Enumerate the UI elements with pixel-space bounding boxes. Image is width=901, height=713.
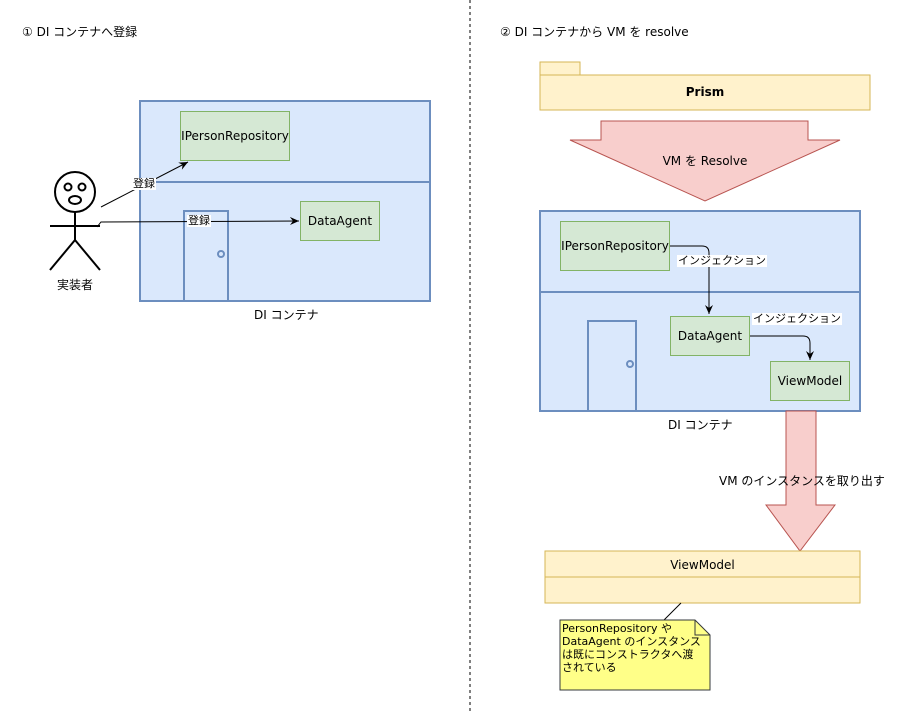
note-text: PersonRepository や DataAgent のインスタンス は既に… [562,622,701,674]
resolve-arrow-label: VM を Resolve [662,154,748,168]
extract-arrow [765,410,837,552]
right-container-label: DI コンテナ [668,418,733,432]
right-repo-box: IPersonRepository [560,221,670,271]
edge-injection-repo-agent [670,245,713,314]
right-step-title: ② DI コンテナから VM を resolve [500,25,689,39]
extract-arrow-label: VM のインスタンスを取り出す [719,474,885,488]
note-fold [694,620,710,636]
left-step-title: ① DI コンテナへ登録 [22,25,138,39]
viewmodel-class-header [544,550,861,578]
note-connector [663,602,682,621]
resolve-arrow [569,120,841,202]
right-door [587,320,637,412]
actor-label: 実装者 [57,278,94,292]
note-shape [559,619,711,691]
right-door-knob [626,360,634,368]
right-agent-box: DataAgent [670,316,750,356]
prism-label: Prism [685,85,725,99]
left-agent-box: DataAgent [300,201,380,241]
viewmodel-class-label: ViewModel [670,558,735,572]
edge-label-injection-2: インジェクション [752,312,842,325]
edge-injection-agent-vm [750,335,814,360]
left-container-label: DI コンテナ [254,308,319,322]
prism-folder-tab [539,61,581,77]
edge-label-register-1: 登録 [132,177,156,190]
right-viewmodel-box: ViewModel [770,361,850,401]
left-repo-box: IPersonRepository [180,111,290,161]
edge-label-register-2: 登録 [187,214,211,227]
edge-label-injection-1: インジェクション [677,254,767,267]
prism-folder-body [539,74,871,111]
viewmodel-class-body [544,576,861,604]
note-line: DataAgent のインスタンス [562,635,701,648]
left-door-knob [217,250,225,258]
note-line: されている [562,661,617,674]
actor-figure [49,171,101,271]
note-line: PersonRepository や [562,622,672,635]
edge-register-agent [96,217,300,228]
note-line: は既にコンストラクタへ渡 [562,648,694,661]
